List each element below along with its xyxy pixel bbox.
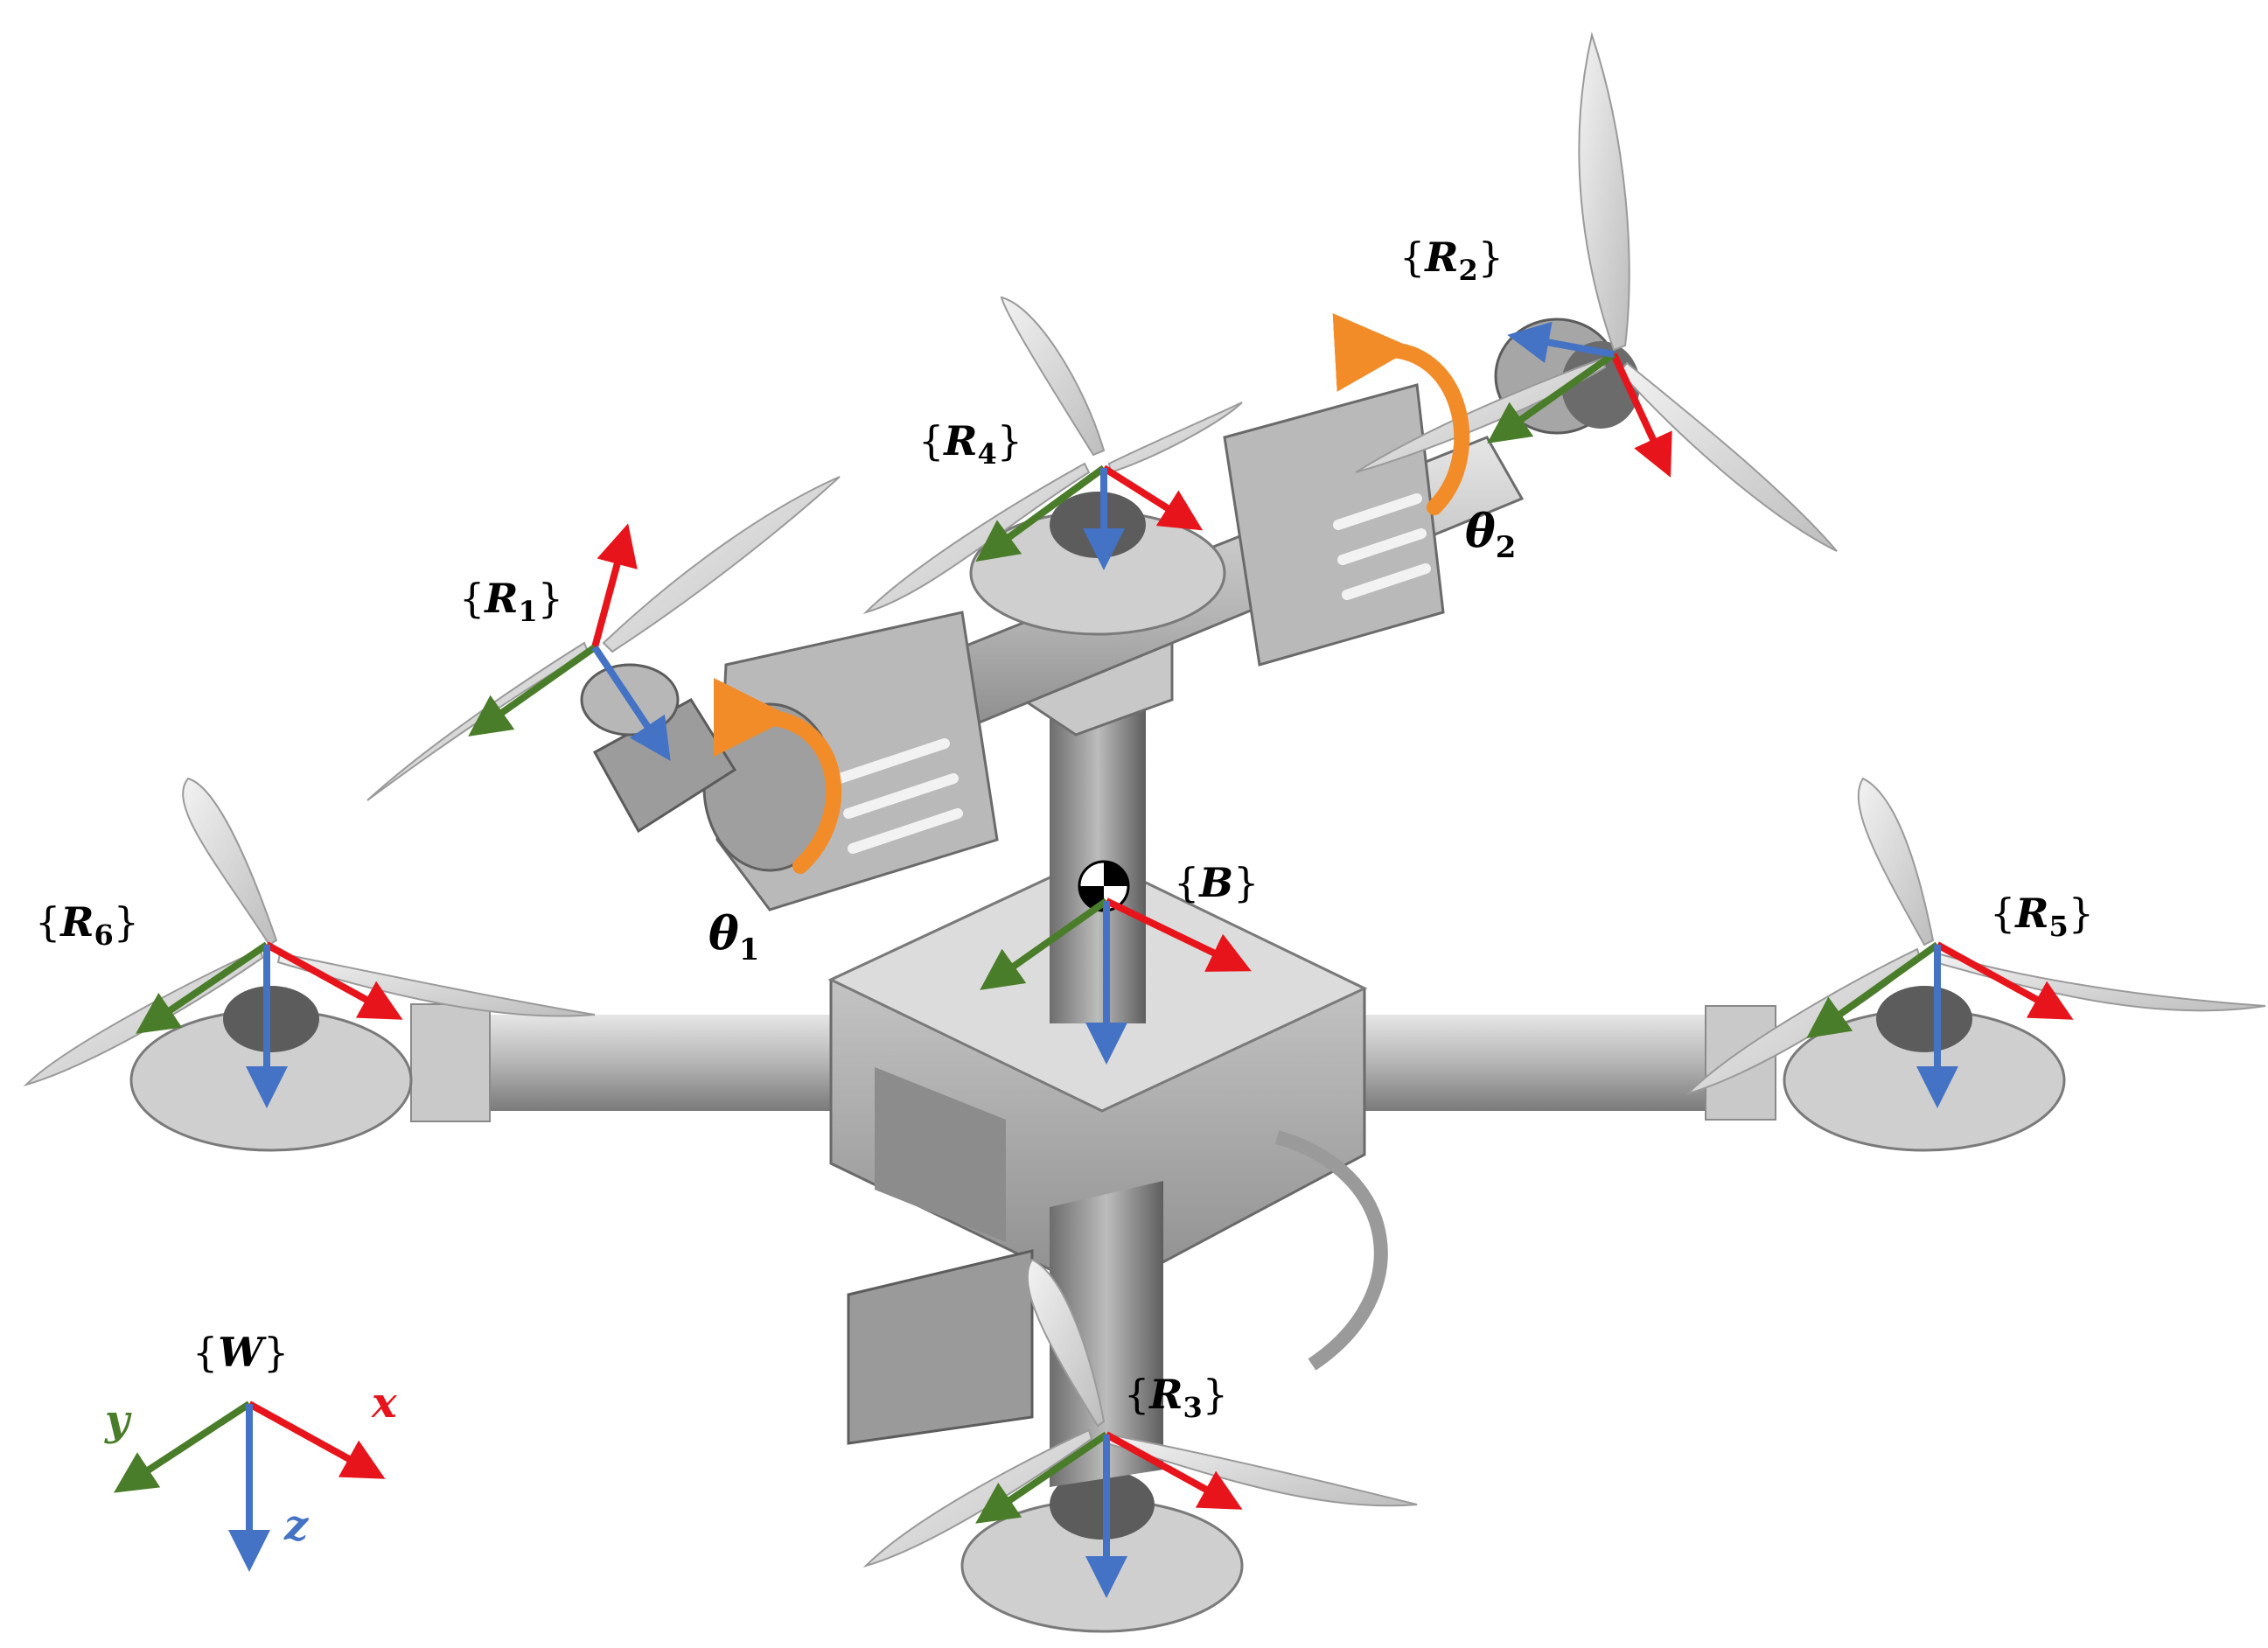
axis-arrow-r2-y (1487, 351, 1616, 443)
axis-arrow-w-y (113, 1400, 252, 1493)
rotation-arrow-theta2 (1332, 312, 1470, 515)
frame-label-r5: {R5} (1990, 890, 2094, 943)
axis-arrow-b-y (980, 897, 1109, 990)
angle-label-theta1: θ1 (708, 907, 759, 967)
angle-label-theta2: θ2 (1465, 505, 1516, 565)
svg-text:{R2}: {R2} (1399, 234, 1504, 287)
axis-arrow-w-x (248, 1400, 386, 1479)
axis-arrow-b-x (1105, 897, 1252, 972)
axis-arrow-r5-y (1806, 941, 1940, 1038)
frame-label-r4: {R4} (918, 417, 1022, 471)
svg-text:{R4}: {R4} (918, 417, 1022, 471)
left-arm (410, 1003, 857, 1122)
world-axis-label-x: x (371, 1379, 398, 1428)
axis-arrow-r1-x (591, 523, 638, 649)
propeller-r5 (1685, 777, 2266, 1096)
world-axis-label-z: z (283, 1501, 310, 1550)
svg-text:{W}: {W} (192, 1329, 289, 1376)
axis-arrow-r5-x (1936, 941, 2074, 1020)
right-arm (1347, 1005, 1776, 1121)
servo-slots-right (1333, 493, 1431, 600)
svg-text:{R5}: {R5} (1990, 890, 2094, 943)
center-of-mass-marker (1078, 860, 1130, 912)
axis-arrow-r3-y (975, 1431, 1109, 1524)
axis-arrow-r1-y (468, 644, 597, 737)
axis-arrow-r4-x (1101, 464, 1204, 531)
coordinate-axes (113, 321, 2074, 1598)
axis-arrow-r6-x (265, 941, 403, 1020)
servo-slots-left (834, 738, 963, 854)
propeller-r2 (1355, 31, 1838, 552)
axis-arrow-r2-x (1610, 353, 1672, 478)
svg-text:θ2: θ2 (1465, 505, 1516, 565)
svg-text:{R6}: {R6} (35, 898, 139, 952)
axis-arrow-r4-y (975, 464, 1106, 562)
frame-label-r3: {R3} (1124, 1371, 1228, 1424)
svg-text:θ1: θ1 (708, 907, 759, 967)
frame-label-r2: {R2} (1399, 234, 1504, 287)
rotation-arrow-theta1 (713, 677, 842, 874)
frame-label-w: {W} (192, 1329, 289, 1376)
svg-text:{R3}: {R3} (1124, 1371, 1228, 1424)
axis-arrow-r3-x (1105, 1431, 1243, 1510)
svg-text:{R1}: {R1} (459, 575, 563, 628)
axis-arrow-r2-z (1507, 321, 1615, 364)
axis-arrow-r1-z (591, 645, 671, 761)
frame-label-r6: {R6} (35, 898, 139, 952)
svg-text:{B}: {B} (1174, 859, 1259, 906)
frame-label-r1: {R1} (459, 575, 563, 628)
frame-label-b: {B} (1174, 859, 1259, 906)
world-axis-label-y: y (104, 1396, 132, 1445)
axis-arrow-r6-y (136, 941, 269, 1034)
